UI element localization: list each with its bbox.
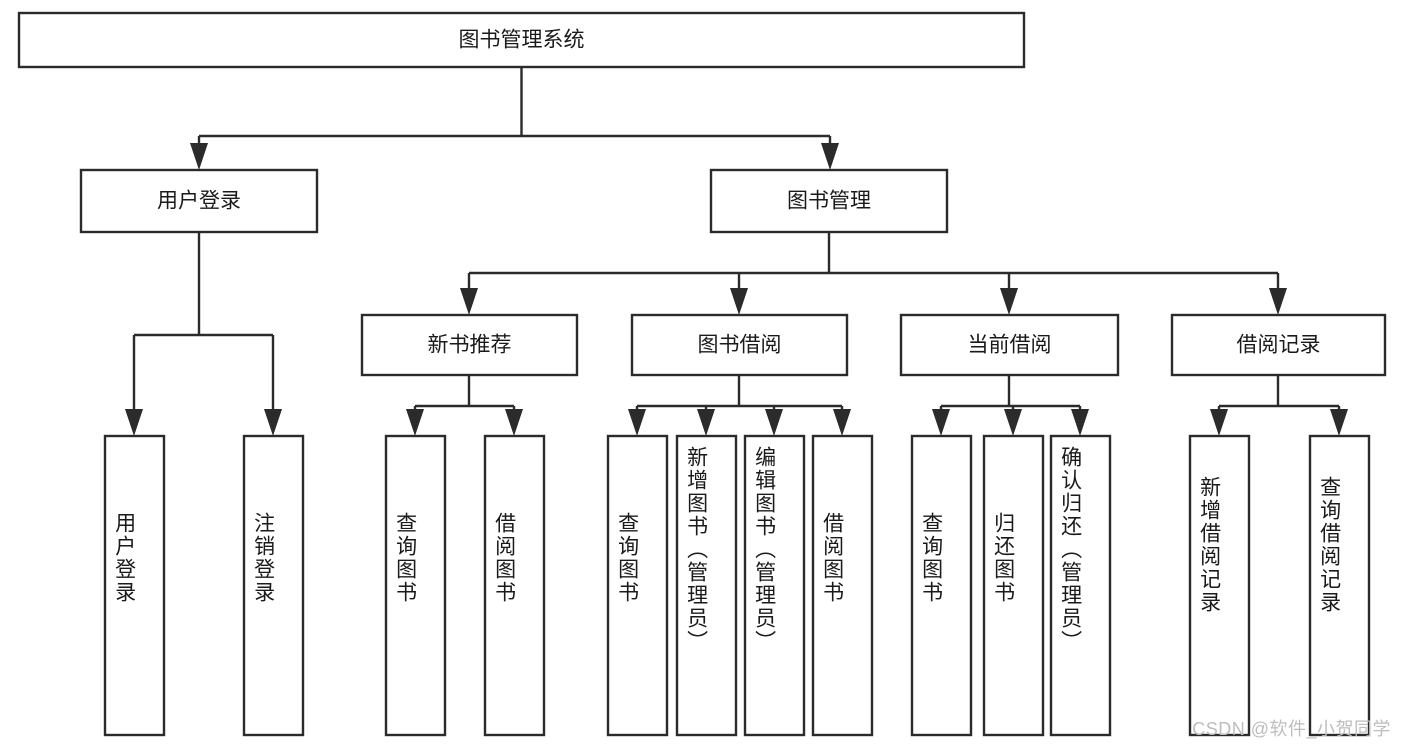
leaf-box-borrow-book-2[interactable]: [811, 434, 874, 737]
leaf-box-borrow-book-1[interactable]: [483, 434, 546, 737]
node-borrow-record-label: 借阅记录: [1237, 334, 1321, 357]
node-book-manage-label: 图书管理: [787, 190, 871, 213]
arrow-head-new-book-rec: [460, 288, 478, 315]
leaf-box-confirm-return[interactable]: [1049, 434, 1112, 737]
arrow-head-book-borrow: [730, 288, 748, 315]
node-borrow-record[interactable]: 借阅记录: [1170, 313, 1387, 377]
arrow-head-leaf-query-book-3: [932, 409, 950, 436]
csdn-watermark: CSDN @软件_小贺同学: [1192, 719, 1391, 739]
node-new-book-recommend-label: 新书推荐: [428, 334, 512, 357]
node-new-book-recommend[interactable]: 新书推荐: [360, 313, 579, 377]
arrow-head-leaf-add-record: [1210, 409, 1228, 436]
arrow-head-leaf-borrow-book-2: [833, 409, 851, 436]
node-current-borrow[interactable]: 当前借阅: [899, 313, 1120, 377]
connector-group-current-borrow: [932, 375, 1089, 436]
leaf-box-user-login[interactable]: [103, 434, 166, 737]
node-current-borrow-label: 当前借阅: [968, 334, 1052, 357]
leaf-box-query-book-1[interactable]: [384, 434, 447, 737]
arrow-head-current-borrow: [1000, 288, 1018, 315]
node-user-login-label: 用户登录: [157, 190, 241, 213]
arrow-head-user-login: [190, 143, 208, 170]
arrow-head-leaf-query-book-1: [406, 409, 424, 436]
node-user-login-box[interactable]: [79, 168, 319, 234]
node-borrow-record-box[interactable]: [1170, 313, 1387, 377]
node-new-book-recommend-box[interactable]: [360, 313, 579, 377]
arrow-head-leaf-logout: [264, 409, 282, 436]
connector-group-root: [190, 67, 839, 170]
arrow-head-leaf-query-book-2: [628, 409, 646, 436]
node-book-borrow-box[interactable]: [630, 313, 849, 377]
leaf-box-add-book[interactable]: [675, 434, 738, 737]
node-root-box[interactable]: [17, 11, 1026, 69]
arrow-head-leaf-add-book: [697, 409, 715, 436]
node-root[interactable]: 图书管理系统: [17, 11, 1026, 69]
leaf-box-logout[interactable]: [242, 434, 305, 737]
connector-group-new-book-rec: [406, 375, 523, 436]
leaf-box-query-book-2[interactable]: [606, 434, 669, 737]
arrow-head-leaf-user-login: [125, 409, 143, 436]
leaf-box-edit-book[interactable]: [743, 434, 806, 737]
node-current-borrow-box[interactable]: [899, 313, 1120, 377]
arrow-head-leaf-return-book: [1004, 409, 1022, 436]
connector-group-borrow-record: [1210, 375, 1348, 436]
arrow-head-book-manage: [821, 143, 839, 170]
connector-group-book-borrow: [628, 375, 851, 436]
leaf-box-add-record[interactable]: [1188, 434, 1251, 737]
arrow-head-leaf-edit-book: [765, 409, 783, 436]
leaf-boxes-group: [103, 434, 1371, 737]
node-book-borrow[interactable]: 图书借阅: [630, 313, 849, 377]
arrow-head-leaf-confirm-return: [1071, 409, 1089, 436]
node-user-login[interactable]: 用户登录: [79, 168, 319, 234]
node-book-manage-box[interactable]: [709, 168, 949, 234]
leaf-box-query-book-3[interactable]: [910, 434, 973, 737]
connector-group-user-login: [125, 232, 282, 436]
leaf-box-return-book[interactable]: [982, 434, 1045, 737]
arrow-head-leaf-query-record: [1330, 409, 1348, 436]
node-book-borrow-label: 图书借阅: [698, 334, 782, 357]
arrow-head-borrow-record: [1269, 288, 1287, 315]
connector-group-book-manage: [460, 232, 1287, 315]
arrow-head-leaf-borrow-book-1: [505, 409, 523, 436]
node-book-manage[interactable]: 图书管理: [709, 168, 949, 234]
node-root-label: 图书管理系统: [459, 29, 585, 52]
leaf-box-query-record[interactable]: [1308, 434, 1371, 737]
